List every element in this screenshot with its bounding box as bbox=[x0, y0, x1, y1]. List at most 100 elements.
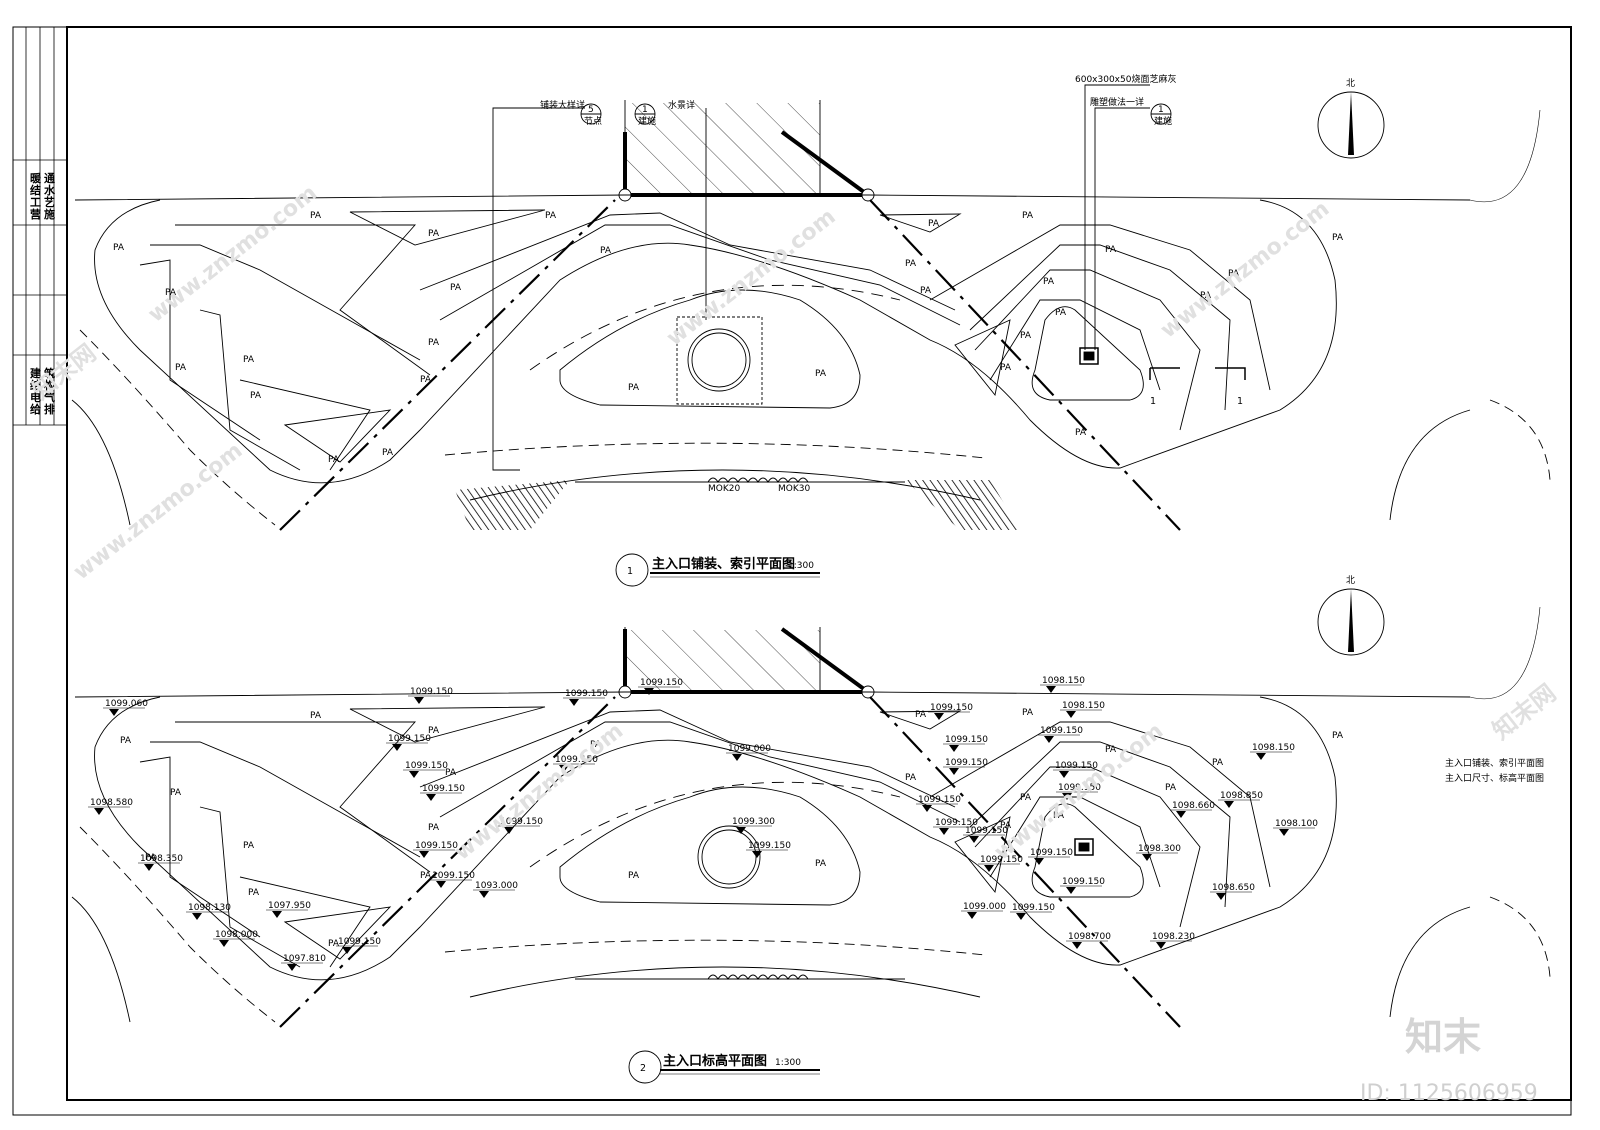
pa-label: PA bbox=[450, 283, 462, 293]
elevation-value: 1099.150 bbox=[338, 937, 381, 947]
elevation-marker: 1098.650 bbox=[1210, 883, 1255, 900]
elevation-marker: 1099.150 bbox=[746, 841, 791, 858]
elevation-marker: 1098.150 bbox=[1040, 676, 1085, 693]
side-label: 排 bbox=[44, 402, 55, 416]
pa-label: PA bbox=[1020, 793, 1032, 803]
elevation-marker: 1099.150 bbox=[430, 871, 475, 888]
side-label: 工 bbox=[30, 196, 41, 209]
elevation-value: 1097.950 bbox=[268, 901, 311, 911]
pa-label: PA bbox=[1200, 291, 1212, 301]
elevation-value: 1098.150 bbox=[1252, 743, 1295, 753]
elevation-value: 1099.150 bbox=[918, 795, 961, 805]
pa-label: PA bbox=[1105, 245, 1117, 255]
elevation-value: 1099.150 bbox=[1030, 848, 1073, 858]
elevation-value: 1099.150 bbox=[432, 871, 475, 881]
pa-label: PA bbox=[545, 211, 557, 221]
pa-label: PA bbox=[815, 859, 827, 869]
plan-1-labels: 铺装大样详 5 节点 水景详 1 建施 600x300x50烧面芝麻灰 雕塑做法… bbox=[113, 73, 1355, 577]
pa-label: PA bbox=[905, 259, 917, 269]
pa-label: PA bbox=[310, 711, 322, 721]
elevation-value: 1098.350 bbox=[140, 854, 183, 864]
side-label: 营 bbox=[30, 207, 41, 221]
elevation-value: 1099.150 bbox=[422, 784, 465, 794]
side-label: 筑 bbox=[44, 366, 55, 380]
pa-label: PA bbox=[1332, 731, 1344, 741]
pa-label: PA bbox=[113, 243, 125, 253]
elevation-marker: 1099.150 bbox=[563, 689, 608, 706]
pa-label: PA bbox=[1228, 269, 1240, 279]
elevation-value: 1098.850 bbox=[1220, 791, 1263, 801]
elevation-value: 1099.150 bbox=[565, 689, 608, 699]
pa-label: PA bbox=[915, 710, 927, 720]
side-label: 水 bbox=[44, 183, 56, 197]
elevation-marker: 1099.150 bbox=[1056, 783, 1101, 800]
side-label: 给 bbox=[30, 402, 41, 416]
elevation-marker: 1098.100 bbox=[1273, 819, 1318, 836]
pa-label: PA bbox=[1000, 363, 1012, 373]
elevation-value: 1099.150 bbox=[388, 734, 431, 744]
pa-label: PA bbox=[1022, 211, 1034, 221]
elevation-value: 1098.300 bbox=[1138, 844, 1181, 854]
plan-2-labels: 北 2 主入口标高平面图 1:300 bbox=[640, 575, 1355, 1074]
pa-label: PA bbox=[248, 888, 260, 898]
elevation-value: 1099.150 bbox=[945, 735, 988, 745]
drawing-title: 主入口铺装、索引平面图 bbox=[652, 556, 795, 572]
elevation-value: 1099.150 bbox=[965, 826, 1008, 836]
elevation-value: 1098.000 bbox=[215, 930, 258, 940]
pa-label: PA bbox=[628, 383, 640, 393]
callout-sheet: 节点 bbox=[584, 116, 602, 127]
elevation-marker: 1098.000 bbox=[213, 930, 258, 947]
elevation-marker: 1099.150 bbox=[943, 735, 988, 752]
pa-label: PA bbox=[1053, 811, 1065, 821]
side-label: 结 bbox=[29, 183, 41, 197]
elevation-marker: 1099.150 bbox=[336, 937, 381, 954]
elevation-marker: 1099.150 bbox=[638, 678, 683, 695]
callout-number: 1 bbox=[642, 105, 648, 115]
elevation-value: 1099.150 bbox=[405, 761, 448, 771]
side-label: 结 bbox=[29, 378, 41, 392]
elevation-marker: 1098.300 bbox=[1136, 844, 1181, 861]
drawing-scale: 1:300 bbox=[775, 1058, 801, 1068]
elevation-marker: 1099.150 bbox=[408, 687, 453, 704]
callout-material: 600x300x50烧面芝麻灰 bbox=[1075, 73, 1176, 85]
pa-label: PA bbox=[420, 871, 432, 881]
elevation-marker: 1098.350 bbox=[138, 854, 183, 871]
watermark-site: www.znzmo.com bbox=[1156, 196, 1334, 343]
pa-label: PA bbox=[1075, 428, 1087, 438]
elevation-marker: 1098.230 bbox=[1150, 932, 1195, 949]
pa-label: PA bbox=[445, 768, 457, 778]
pa-label: PA bbox=[1020, 331, 1032, 341]
pa-label: PA bbox=[1000, 821, 1012, 831]
pa-label: PA bbox=[815, 369, 827, 379]
side-label: 艺 bbox=[44, 195, 55, 209]
pa-label: PA bbox=[1055, 308, 1067, 318]
elevation-value: 1099.150 bbox=[935, 818, 978, 828]
elevation-value: 1099.150 bbox=[555, 755, 598, 765]
pa-label: PA bbox=[590, 740, 602, 750]
elevation-marker: 1098.130 bbox=[186, 903, 231, 920]
elevation-marker: 1099.150 bbox=[978, 855, 1023, 872]
legend-line: 主入口尺寸、标高平面图 bbox=[1445, 772, 1544, 784]
pa-label: PA bbox=[928, 219, 940, 229]
pa-label: PA bbox=[920, 286, 932, 296]
elevation-marker: 1098.850 bbox=[1218, 791, 1263, 808]
elevation-marker: 1099.150 bbox=[963, 826, 1008, 843]
elevation-value: 1099.150 bbox=[980, 855, 1023, 865]
pa-label: PA bbox=[1165, 783, 1177, 793]
pa-label: PA bbox=[1332, 233, 1344, 243]
elevation-value: 1099.150 bbox=[1040, 726, 1083, 736]
elevation-value: 1099.150 bbox=[748, 841, 791, 851]
callout-label: 雕塑做法一详 bbox=[1090, 96, 1144, 108]
side-column-labels: 通 水 艺 施 暖 结 工 营 筑 构 气 排 建 结 电 给 bbox=[29, 171, 56, 416]
pa-label: PA bbox=[120, 736, 132, 746]
elevation-value: 1099.150 bbox=[500, 817, 543, 827]
pa-label: PA bbox=[328, 455, 340, 465]
watermark-id: ID: 1125606959 bbox=[1360, 1081, 1538, 1106]
elevation-marker: 1098.700 bbox=[1066, 932, 1111, 949]
elevation-marker: 1098.150 bbox=[1250, 743, 1295, 760]
inner-border bbox=[66, 26, 1572, 1101]
callout-label: 铺装大样详 bbox=[540, 99, 585, 111]
elevation-marker: 1097.810 bbox=[281, 954, 326, 971]
